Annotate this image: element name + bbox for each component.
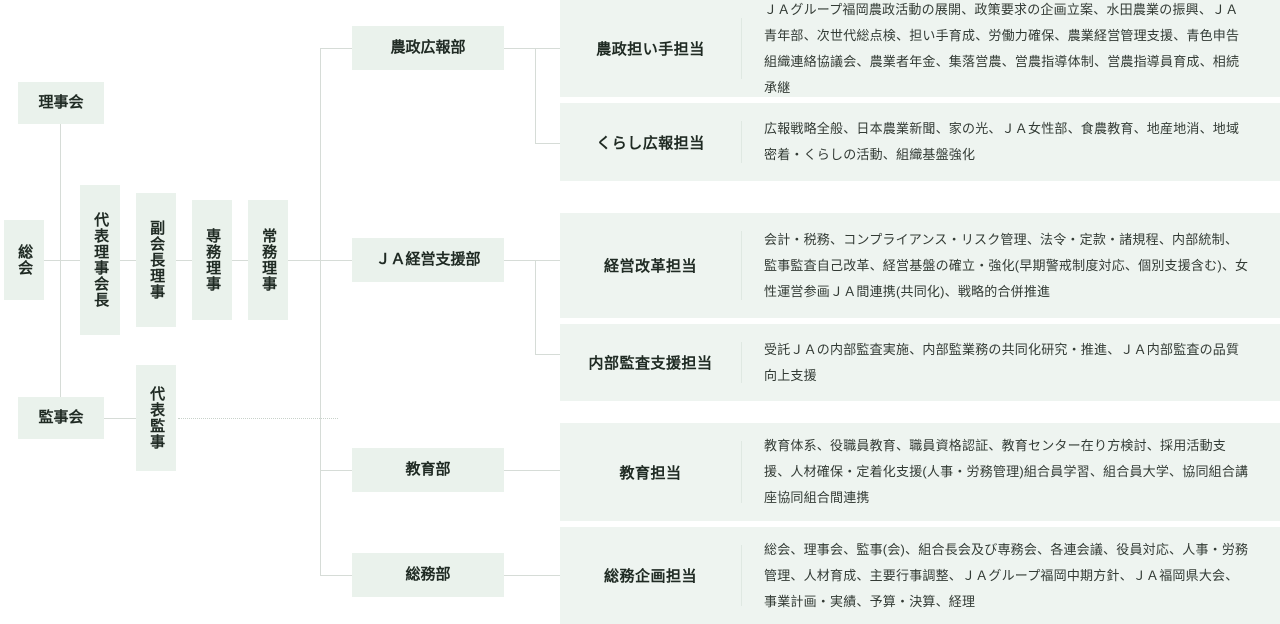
duty-divider: [741, 231, 742, 300]
duty-row-kurashi-kouhou[interactable]: くらし広報担当 広報戦略全般、日本農業新聞、家の光、ＪＡ女性部、食農教育、地産地…: [560, 103, 1280, 181]
duty-name: 農政担い手担当: [596, 41, 705, 58]
box-officer-vice-chairman[interactable]: 副会長理事: [136, 193, 176, 327]
duty-description: 広報戦略全般、日本農業新聞、家の光、ＪＡ女性部、食農教育、地産地消、地域密着・く…: [764, 121, 1240, 162]
connector-officer-3-4: [232, 260, 248, 261]
connector-rep-auditor-dotted: [178, 418, 338, 419]
connector-trunk-to-soumu: [320, 575, 352, 576]
duty-name: 教育担当: [619, 464, 682, 482]
duty-row-soumu-kikaku[interactable]: 総務企画担当 総会、理事会、監事(会)、組合長会及び専務会、各連会議、役員対応、…: [560, 527, 1280, 624]
duty-row-kyouiku-tantou[interactable]: 教育担当 教育体系、役職員教育、職員資格認証、教育センター在り方検討、採用活動支…: [560, 423, 1280, 521]
duty-description: 受託ＪＡの内部監査実施、内部監業務の共同化研究・推進、ＪＡ内部監査の品質向上支援: [764, 341, 1240, 383]
box-officer-senior-managing-director[interactable]: 専務理事: [192, 200, 232, 320]
department-soumu[interactable]: 総務部: [352, 553, 504, 597]
department-nousei-kouhou[interactable]: 農政広報部: [352, 26, 504, 70]
connector-nousei-drop: [535, 48, 536, 143]
connector-trunk-to-kyouiku: [320, 470, 352, 471]
duty-divider: [741, 342, 742, 383]
department-kyouiku[interactable]: 教育部: [352, 448, 504, 492]
duty-description: 総会、理事会、監事(会)、組合長会及び専務会、各連会議、役員対応、人事・労務管理…: [764, 541, 1249, 609]
box-board-of-auditors[interactable]: 監事会: [18, 397, 104, 439]
box-officer-managing-director[interactable]: 常務理事: [248, 200, 288, 320]
connector-officer-1-2: [120, 260, 136, 261]
connector-nousei-to-kurashi: [535, 143, 560, 144]
duty-description: ＪＡグループ福岡農政活動の展開、政策要求の企画立案、水田農業の振興、ＪＡ青年部、…: [764, 1, 1240, 95]
duty-description: 教育体系、役職員教育、職員資格認証、教育センター在り方検討、採用活動支援、人材確…: [764, 438, 1249, 505]
duty-name: 総務企画担当: [603, 568, 697, 585]
duty-divider: [741, 121, 742, 163]
connector-trunk-to-nousei: [320, 48, 352, 49]
duty-row-nousei-ninaite[interactable]: 農政担い手担当 ＪＡグループ福岡農政活動の展開、政策要求の企画立案、水田農業の振…: [560, 0, 1280, 97]
duty-row-keiei-kaikaku[interactable]: 経営改革担当 会計・税務、コンプライアンス・リスク管理、法令・定款・諸規程、内部…: [560, 213, 1280, 318]
box-general-meeting[interactable]: 総会: [4, 220, 44, 300]
duty-divider: [741, 18, 742, 79]
connector-keiei-out: [504, 260, 560, 261]
connector-trunk-to-keiei: [320, 260, 352, 261]
connector-officer-2-3: [176, 260, 192, 261]
duty-name: くらし広報担当: [596, 134, 705, 152]
duty-name: 経営改革担当: [603, 258, 697, 275]
box-officer-representative-chairman[interactable]: 代表理事会長: [80, 185, 120, 335]
connector-soumu-out: [504, 575, 560, 576]
connector-kyouiku-out: [504, 470, 560, 471]
duty-divider: [741, 545, 742, 606]
connector-auditors-to-rep: [102, 418, 136, 419]
box-representative-auditor[interactable]: 代表監事: [136, 365, 176, 471]
department-ja-keiei-shien[interactable]: ＪＡ経営支援部: [352, 238, 504, 282]
connector-nousei-out: [504, 48, 560, 49]
duty-divider: [741, 441, 742, 503]
connector-keiei-drop: [535, 260, 536, 354]
duty-description: 会計・税務、コンプライアンス・リスク管理、法令・定款・諸規程、内部統制、監事監査…: [764, 231, 1249, 299]
connector-officer-4-trunk: [288, 260, 321, 261]
duty-row-naibu-kansa-shien[interactable]: 内部監査支援担当 受託ＪＡの内部監査実施、内部監業務の共同化研究・推進、ＪＡ内部…: [560, 324, 1280, 401]
box-board-of-directors[interactable]: 理事会: [18, 82, 104, 124]
connector-department-trunk: [320, 48, 321, 576]
connector-keiei-to-naibu: [535, 354, 560, 355]
duty-name: 内部監査支援担当: [588, 355, 713, 372]
